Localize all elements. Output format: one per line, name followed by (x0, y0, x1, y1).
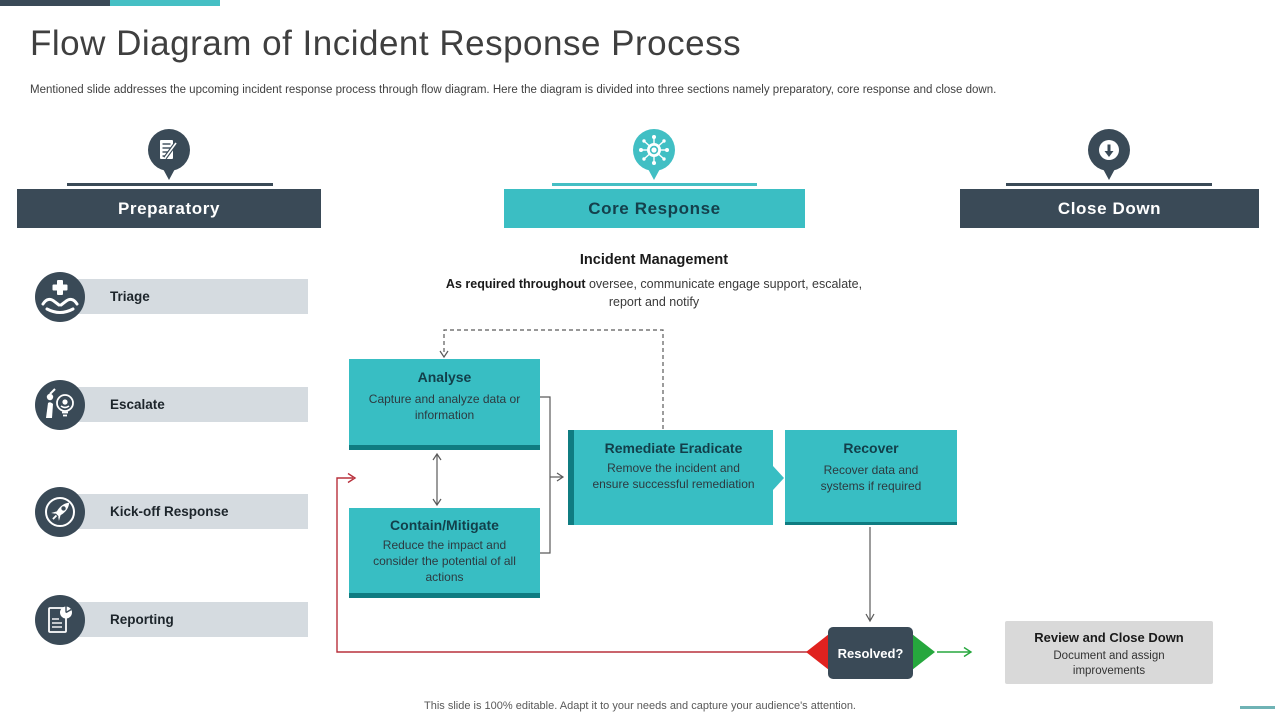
close-down-underline (1006, 183, 1212, 186)
incident-management-rest: oversee, communicate engage support, esc… (585, 277, 863, 310)
arrowhead-into-analyse (439, 350, 449, 359)
list-item-label: Triage (110, 289, 150, 304)
section-label: Preparatory (117, 198, 221, 218)
review-close-down-box: Review and Close Down Document and assig… (1005, 621, 1213, 684)
decision-label: Resolved? (837, 645, 904, 661)
list-item-kick-off-response: Kick-off Response (68, 494, 308, 529)
list-item-label: Reporting (110, 612, 174, 627)
core-response-underline (552, 183, 757, 186)
box-title: Recover (843, 440, 899, 456)
box-title: Review and Close Down (1034, 630, 1184, 645)
box-desc: Document and assign improvements (1053, 650, 1165, 678)
footer-note: This slide is 100% editable. Adapt it to… (424, 700, 856, 712)
chevron-right-icon (773, 466, 784, 490)
resolved-decision: Resolved? (828, 627, 913, 679)
box-desc: Recover data and systems if required (820, 463, 922, 493)
section-label: Close Down (1057, 198, 1162, 218)
box-desc: Remove the incident and ensure successfu… (592, 461, 755, 491)
section-header-close-down: Close Down (960, 189, 1259, 228)
list-item-reporting: Reporting (68, 602, 308, 637)
rocket-icon (35, 487, 85, 537)
section-header-core-response: Core Response (504, 189, 805, 228)
page-title: Flow Diagram of Incident Response Proces… (30, 24, 742, 63)
bug-circuit-pin-icon (633, 129, 675, 180)
incident-management-bold: As required throughout (445, 277, 586, 291)
analyse-box: Analyse Capture and analyze data or info… (349, 359, 540, 450)
top-accent-bar-dark (0, 0, 110, 6)
list-item-escalate: Escalate (68, 387, 308, 422)
hands-cross-icon (35, 272, 85, 322)
box-title: Remediate Eradicate (604, 440, 743, 456)
person-idea-icon (35, 380, 85, 430)
section-label: Core Response (588, 198, 721, 218)
incident-management-title: Incident Management (579, 252, 729, 268)
recover-box: Recover Recover data and systems if requ… (785, 430, 957, 525)
incident-management-text: As required throughout oversee, communic… (429, 275, 879, 311)
list-item-triage: Triage (68, 279, 308, 314)
resolved-no-triangle (806, 634, 829, 670)
top-accent-bar-teal (110, 0, 220, 6)
document-edit-pin-icon (148, 129, 190, 180)
list-item-label: Escalate (110, 397, 165, 412)
bracket-to-remediate (540, 396, 551, 554)
bottom-accent-line (1240, 706, 1275, 709)
remediate-eradicate-box: Remediate Eradicate Remove the incident … (568, 430, 784, 525)
box-desc: Capture and analyze data or information (368, 392, 521, 422)
contain-mitigate-box: Contain/Mitigate Reduce the impact and c… (349, 508, 540, 598)
section-header-preparatory: Preparatory (17, 189, 321, 228)
box-title: Analyse (417, 369, 472, 385)
arrow-down-pin-icon (1088, 129, 1130, 180)
resolved-yes-triangle (912, 634, 935, 670)
page-subtitle: Mentioned slide addresses the upcoming i… (30, 84, 997, 96)
report-chart-icon (35, 595, 85, 645)
box-desc: Reduce the impact and consider the poten… (373, 538, 516, 584)
box-title: Contain/Mitigate (390, 517, 499, 533)
list-item-label: Kick-off Response (110, 504, 229, 519)
preparatory-underline (67, 183, 273, 186)
